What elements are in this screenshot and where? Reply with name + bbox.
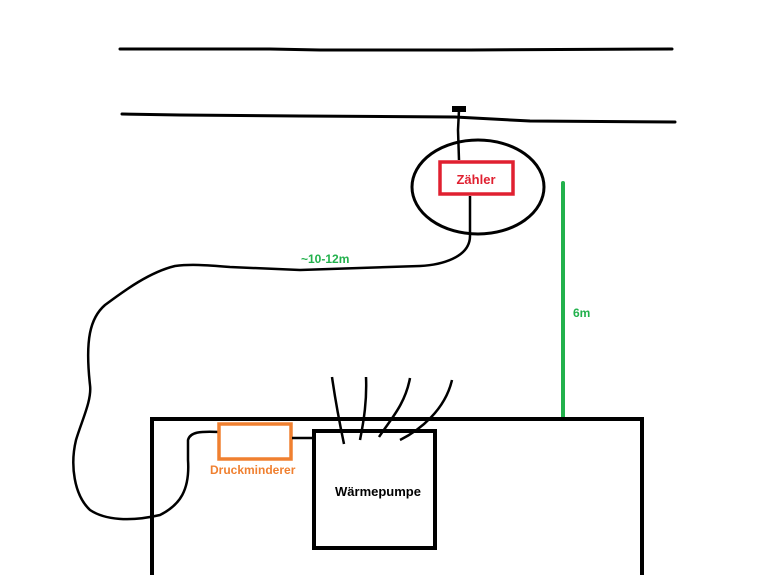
heat-pump-box <box>312 429 437 550</box>
meter-box <box>438 160 515 196</box>
street-connection-point <box>452 106 466 112</box>
heat-pump-pipe-2 <box>358 376 368 441</box>
meter-shaft-ellipse <box>410 138 546 236</box>
meter-label: Zähler <box>456 172 495 187</box>
heat-pump-pipe-1 <box>330 376 346 445</box>
height-label: 6m <box>573 306 590 320</box>
heat-pump-label: Wärmepumpe <box>335 484 421 499</box>
pressure-reducer-box <box>217 422 293 461</box>
house-outline <box>150 417 644 575</box>
water-supply-pipe <box>72 196 472 521</box>
meter-feed-line <box>456 109 461 161</box>
heat-pump-pipe-4 <box>399 379 454 442</box>
heat-pump-pipe-3 <box>377 377 412 438</box>
pressure-reducer-label: Druckminderer <box>210 463 296 477</box>
street-line-bottom <box>120 112 677 124</box>
pipe-distance-label: ~10-12m <box>301 252 349 266</box>
street-line-top <box>118 47 674 52</box>
